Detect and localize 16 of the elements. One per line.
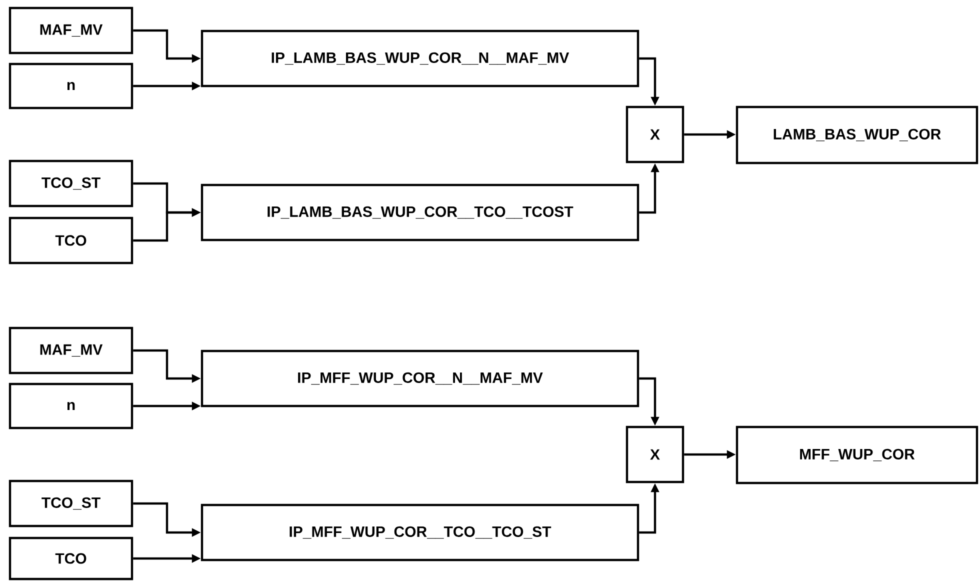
input-box: n (8, 382, 134, 430)
input-box: MAF_MV (8, 6, 134, 54)
lookup-box: IP_MFF_WUP_COR__N__MAF_MV (200, 350, 640, 408)
input-box: TCO (8, 536, 134, 580)
input-box: n (8, 62, 134, 110)
lookup-box: IP_MFF_WUP_COR__TCO__TCO_ST (200, 504, 640, 562)
input-box: TCO (8, 216, 134, 264)
lookup-box: IP_LAMB_BAS_WUP_COR__N__MAF_MV (200, 30, 640, 88)
input-box: MAF_MV (8, 326, 134, 374)
input-box: TCO_ST (8, 160, 134, 208)
multiply-box: X (626, 426, 684, 484)
input-box: TCO_ST (8, 480, 134, 528)
lookup-box: IP_LAMB_BAS_WUP_COR__TCO__TCOST (200, 184, 640, 242)
multiply-box: X (626, 106, 684, 164)
output-box: MFF_WUP_COR (736, 426, 978, 484)
output-box: LAMB_BAS_WUP_COR (736, 106, 978, 164)
